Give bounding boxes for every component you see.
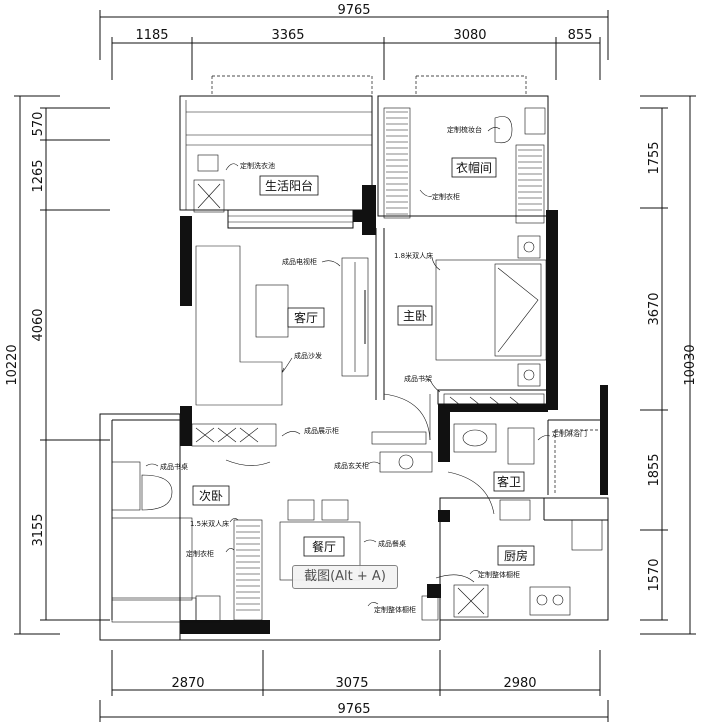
note-kitchen-cabinet: 定制整体橱柜 (478, 570, 520, 579)
note-double-bed-master: 1.8米双人床 (394, 251, 433, 260)
screenshot-tool-tooltip: 截图(Alt + A) (292, 565, 398, 589)
note-shower-door: 定制淋浴门 (552, 429, 587, 438)
note-wardrobe-second: 定制衣柜 (186, 549, 214, 558)
right-total-dim: 10030 (683, 344, 698, 385)
room-label-second: 次卧 (199, 489, 223, 503)
note-dresser: 定制梳妆台 (447, 125, 482, 134)
top-seg-4: 855 (568, 28, 593, 43)
top-dimensions: 9765 1185 3365 3080 855 (99, 3, 609, 80)
walls (99, 75, 609, 641)
doors (225, 393, 495, 583)
wardrobe-hatch-1 (386, 111, 408, 215)
room-label-guest-bath: 客卫 (497, 474, 521, 489)
left-seg-1: 570 (31, 112, 46, 137)
left-seg-2: 1265 (31, 159, 46, 192)
note-sofa: 成品沙发 (294, 351, 322, 360)
top-seg-2: 3365 (271, 28, 304, 43)
room-label-cloakroom: 衣帽间 (456, 160, 492, 175)
room-labels: 生活阳台 衣帽间 客厅 主卧 次卧 餐厅 客卫 厨房 (192, 157, 535, 566)
note-desk-second: 成品书桌 (160, 462, 188, 471)
bottom-seg-3: 2980 (503, 676, 536, 691)
bottom-seg-2: 3075 (335, 676, 368, 691)
bottom-dimensions: 2870 3075 2980 9765 (99, 650, 609, 722)
note-laundry: 定制洗衣池 (240, 161, 275, 170)
left-dimensions: 10220 570 1265 4060 3155 (5, 95, 110, 635)
note-tv-cabinet: 成品电视柜 (282, 257, 317, 266)
bottom-total-dim: 9765 (337, 702, 370, 717)
note-entry-cabinet: 成品玄关柜 (334, 461, 369, 470)
top-seg-3: 3080 (453, 28, 486, 43)
note-bookshelf-master: 成品书架 (404, 374, 432, 383)
room-label-balcony: 生活阳台 (265, 178, 313, 193)
furniture (111, 107, 603, 623)
right-seg-3: 1855 (647, 453, 662, 486)
note-wardrobe-cloak: 定制衣柜 (432, 192, 460, 201)
note-kitchen-cabinet-2: 定制整体橱柜 (374, 605, 416, 614)
note-display-cabinet: 成品展示柜 (304, 426, 339, 435)
top-total-dim: 9765 (337, 3, 370, 18)
furniture-notes: 定制洗衣池 定制梳妆台 定制衣柜 成品电视柜 1.8米双人床 成品沙发 成品书架… (145, 125, 587, 614)
note-double-bed-second: 1.5米双人床 (190, 519, 229, 528)
right-seg-4: 1570 (647, 558, 662, 591)
bottom-seg-1: 2870 (171, 676, 204, 691)
room-label-dining: 餐厅 (312, 539, 336, 554)
right-seg-1: 1755 (647, 141, 662, 174)
right-seg-2: 3670 (647, 292, 662, 325)
room-label-kitchen: 厨房 (504, 548, 528, 563)
left-total-dim: 10220 (5, 344, 20, 385)
note-dining-table: 成品餐桌 (378, 539, 406, 548)
left-seg-4: 3155 (31, 513, 46, 546)
top-seg-1: 1185 (135, 28, 168, 43)
room-label-living: 客厅 (294, 310, 318, 325)
room-label-master: 主卧 (403, 309, 427, 323)
right-dimensions: 10030 1755 3670 1855 1570 (640, 95, 698, 635)
left-seg-3: 4060 (31, 308, 46, 341)
